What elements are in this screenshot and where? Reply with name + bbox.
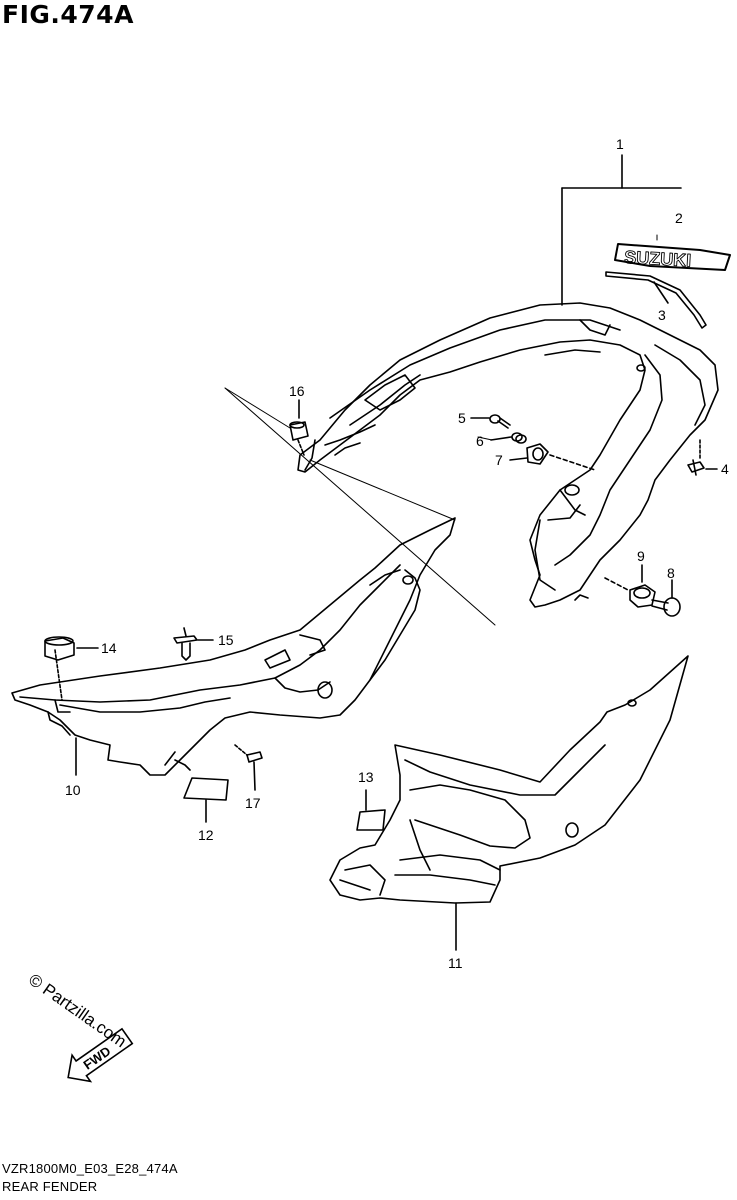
- rear-fender-part-1: [297, 302, 719, 608]
- drawing-code: VZR1800M0_E03_E28_474A: [2, 1161, 178, 1176]
- callout-5: 5: [458, 410, 466, 426]
- callout-3: 3: [658, 307, 666, 323]
- callout-10: 10: [65, 782, 81, 798]
- grommet-part-16: [289, 399, 309, 456]
- callout-labels: 1 2 3 4 5 6 7 8 9 10 11 12 13 14 15 16 1…: [65, 136, 729, 971]
- grommet-part-14: [44, 636, 99, 661]
- bolt-part-5: [470, 414, 511, 429]
- trim-strip-part-3: [605, 271, 707, 329]
- figure-title: FIG.474A: [2, 0, 134, 29]
- suzuki-logo-text: SUZUKI: [624, 247, 692, 270]
- callout-2: 2: [675, 210, 683, 226]
- suzuki-emblem-part-2: SUZUKI: [614, 243, 731, 271]
- callout-1: 1: [616, 136, 624, 152]
- callout-17: 17: [245, 795, 261, 811]
- clip-part-4: [687, 439, 718, 476]
- callout-14: 14: [101, 640, 117, 656]
- side-cover-part-10: [11, 517, 456, 776]
- callout-16: 16: [289, 383, 305, 399]
- callout-12: 12: [198, 827, 214, 843]
- callout-4: 4: [721, 461, 729, 477]
- pad-part-12: [183, 777, 229, 823]
- grommet-part-7: [509, 443, 596, 471]
- callout-9: 9: [637, 548, 645, 564]
- push-rivet-part-15: [173, 627, 214, 661]
- lower-cover-part-11: [329, 655, 689, 951]
- callout-8: 8: [667, 565, 675, 581]
- label-pad-part-13: [356, 789, 386, 831]
- guide-lines: [224, 387, 496, 626]
- fwd-arrow-icon: FWD: [67, 1027, 134, 1083]
- callout-13: 13: [358, 769, 374, 785]
- rubber-part-9: [604, 564, 656, 608]
- callout-6: 6: [476, 433, 484, 449]
- callout-15: 15: [218, 632, 234, 648]
- callout-7: 7: [495, 452, 503, 468]
- bolt-part-8: [651, 579, 681, 617]
- callout-1-bracket: [561, 154, 682, 306]
- assembly-name: REAR FENDER: [2, 1179, 98, 1194]
- leader-lines: [477, 234, 658, 441]
- callout-11: 11: [448, 955, 463, 971]
- screw-part-17: [234, 744, 263, 791]
- washer-part-6: [490, 432, 527, 444]
